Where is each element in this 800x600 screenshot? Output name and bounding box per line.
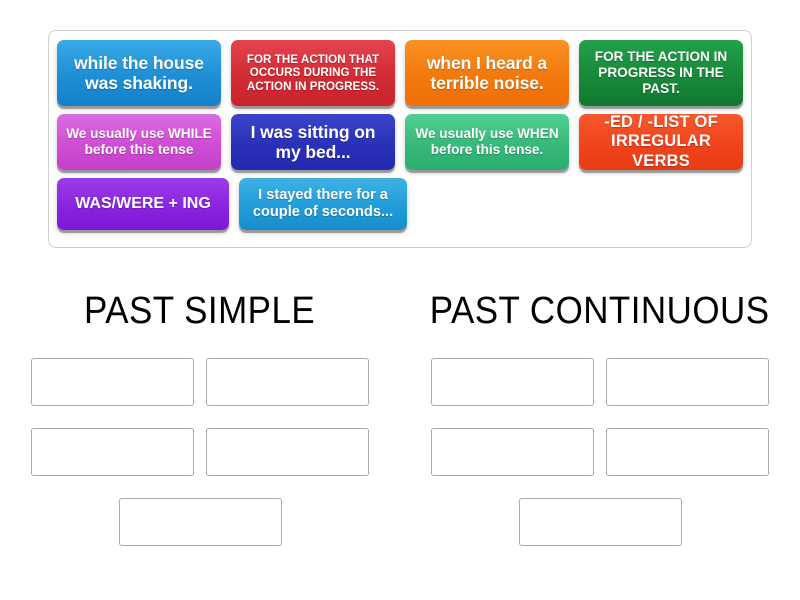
group-headings: PAST SIMPLE PAST CONTINUOUS xyxy=(0,290,800,333)
tile-tray: while the house was shaking. FOR THE ACT… xyxy=(48,30,752,248)
drop-slot[interactable] xyxy=(206,428,369,476)
drop-column-past-simple xyxy=(0,358,400,546)
tile-row-1: while the house was shaking. FOR THE ACT… xyxy=(57,40,743,106)
group-heading-col-1: PAST SIMPLE xyxy=(0,290,400,333)
drop-zones xyxy=(0,358,800,546)
draggable-tile[interactable]: I stayed there for a couple of seconds..… xyxy=(239,178,407,230)
drop-slot[interactable] xyxy=(31,358,194,406)
draggable-tile[interactable]: FOR THE ACTION IN PROGRESS IN THE PAST. xyxy=(579,40,743,106)
draggable-tile[interactable]: FOR THE ACTION THAT OCCURS DURING THE AC… xyxy=(231,40,395,106)
group-title-past-continuous: PAST CONTINUOUS xyxy=(430,290,770,332)
draggable-tile[interactable]: I was sitting on my bed... xyxy=(231,114,395,170)
drop-slot[interactable] xyxy=(31,428,194,476)
drop-column-past-continuous xyxy=(400,358,800,546)
drop-slot[interactable] xyxy=(431,428,594,476)
drop-slot[interactable] xyxy=(606,358,769,406)
draggable-tile[interactable]: when I heard a terrible noise. xyxy=(405,40,569,106)
draggable-tile[interactable]: WAS/WERE + ING xyxy=(57,178,229,230)
drop-slot[interactable] xyxy=(518,498,682,546)
drop-slot[interactable] xyxy=(118,498,282,546)
draggable-tile[interactable]: We usually use WHEN before this tense. xyxy=(405,114,569,170)
drop-slot[interactable] xyxy=(431,358,594,406)
drop-slot[interactable] xyxy=(206,358,369,406)
group-heading-col-2: PAST CONTINUOUS xyxy=(400,290,800,333)
tile-row-2: We usually use WHILE before this tense I… xyxy=(57,114,743,170)
tile-row-3: WAS/WERE + ING I stayed there for a coup… xyxy=(57,178,743,230)
draggable-tile[interactable]: while the house was shaking. xyxy=(57,40,221,106)
draggable-tile[interactable]: We usually use WHILE before this tense xyxy=(57,114,221,170)
drop-slot[interactable] xyxy=(606,428,769,476)
draggable-tile[interactable]: -ED / -LIST OF IRREGULAR VERBS xyxy=(579,114,743,170)
group-title-past-simple: PAST SIMPLE xyxy=(84,290,316,332)
